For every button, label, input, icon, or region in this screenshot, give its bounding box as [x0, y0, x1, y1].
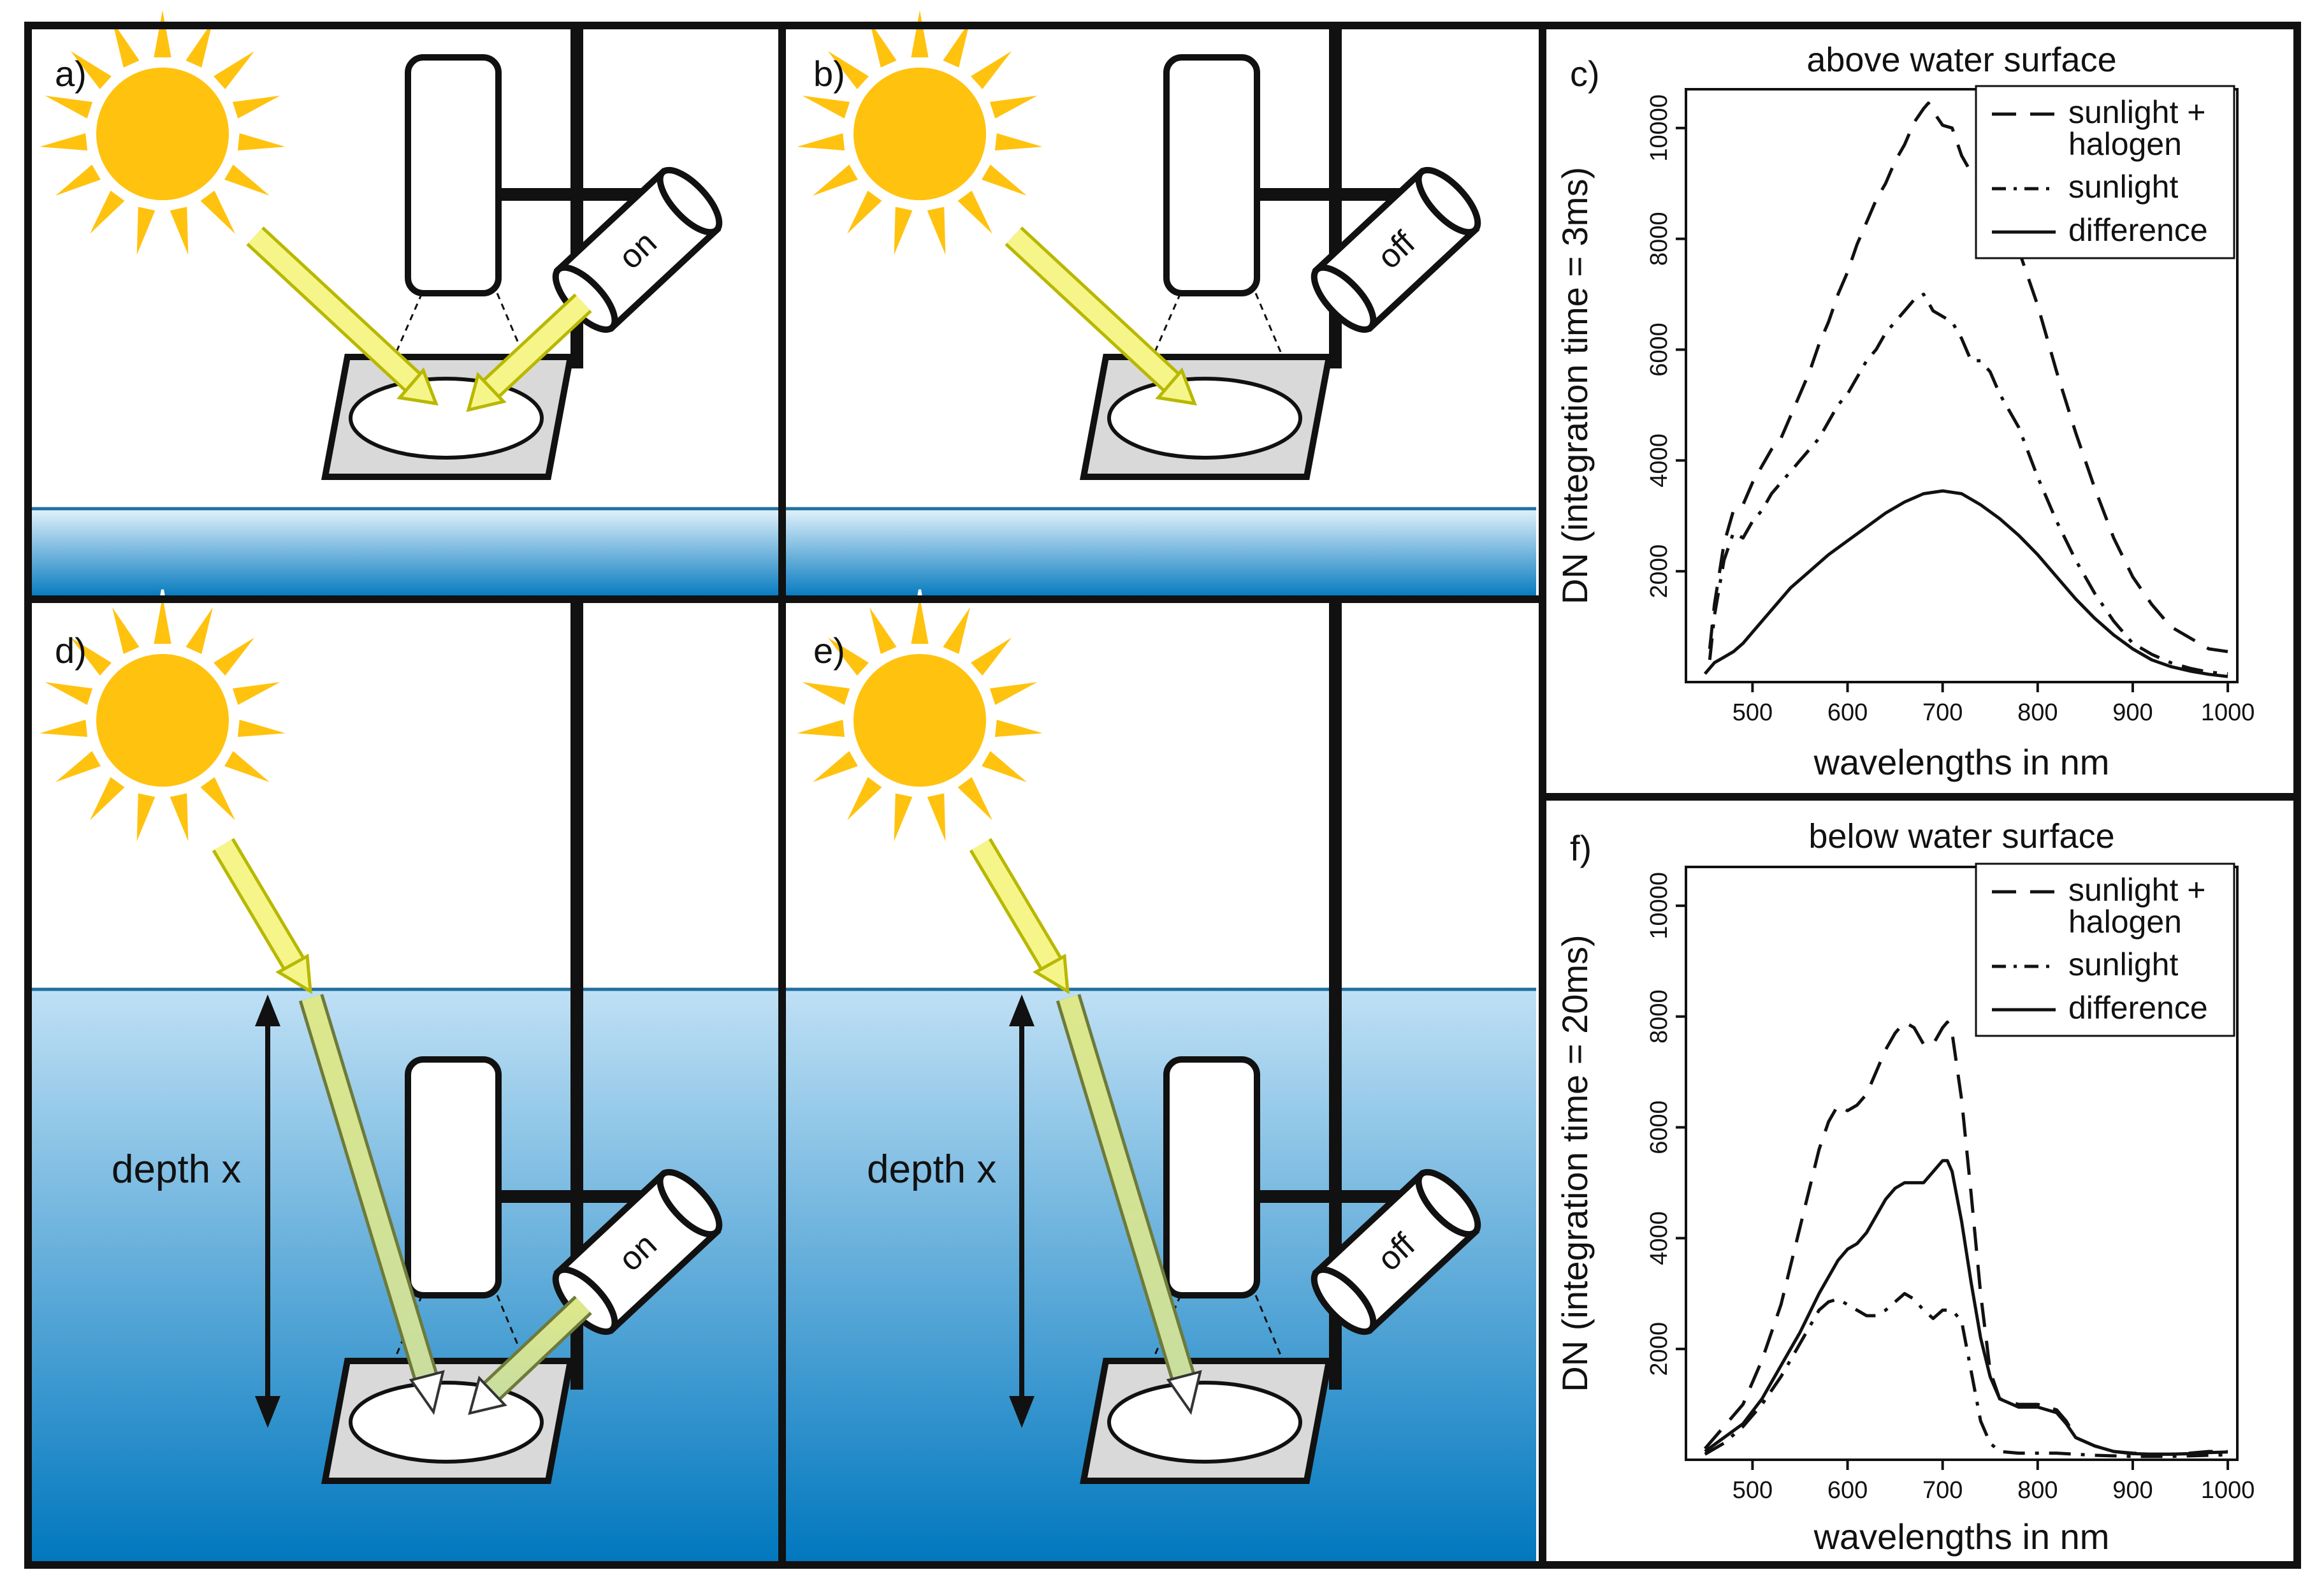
depth-label: depth x	[867, 1147, 996, 1191]
sensor-icon	[1166, 57, 1257, 293]
series-line	[1703, 1020, 2228, 1456]
sensor-icon	[1166, 1059, 1257, 1295]
panel-label-f: f)	[1570, 828, 1592, 868]
reference-panel-icon	[325, 357, 570, 477]
legend-entry: difference	[2068, 212, 2208, 248]
plot-area	[1685, 88, 2239, 683]
y-axis-label: DN (integration time = 3ms)	[1555, 167, 1595, 604]
series-line	[1708, 101, 2228, 653]
halogen-lamp-icon: on	[552, 166, 723, 333]
series-line	[1704, 1291, 2228, 1458]
x-tick-label: 700	[1922, 699, 1963, 726]
chart-above-water: above water surface 500 600 700 800 900 1000 20…	[1555, 41, 2255, 782]
legend-entry: sunlight	[2068, 947, 2178, 982]
legend-entry: difference	[2068, 990, 2208, 1026]
x-tick-label: 500	[1732, 1477, 1773, 1504]
legend-entry: sunlight +	[2068, 872, 2205, 908]
x-tick-label: 900	[2112, 1477, 2153, 1504]
chart-title: above water surface	[1806, 41, 2116, 79]
halogen-lamp-icon: off	[1311, 1168, 1481, 1335]
x-tick-label: 700	[1922, 1477, 1963, 1504]
legend-entry: halogen	[2068, 126, 2182, 162]
series-line	[1703, 489, 2228, 678]
x-tick-label: 900	[2112, 699, 2153, 726]
panel-label-d: d)	[55, 630, 87, 671]
y-tick-label: 10000	[1646, 872, 1673, 940]
legend-box	[1975, 862, 2235, 1037]
legend-entry: halogen	[2068, 904, 2182, 940]
panel-label-b: b)	[813, 54, 845, 94]
plot-area	[1685, 866, 2239, 1461]
reference-panel-icon	[1084, 357, 1329, 477]
x-tick-label: 800	[2017, 1477, 2058, 1504]
x-tick-label: 1000	[2201, 1477, 2255, 1504]
y-tick-label: 8000	[1646, 989, 1673, 1044]
legend-entry: sunlight	[2068, 169, 2178, 205]
legend-entry: sunlight +	[2068, 94, 2205, 130]
depth-label: depth x	[112, 1147, 241, 1191]
y-tick-label: 10000	[1646, 94, 1673, 162]
panel-c: c) above water surface 500 600 700 800 900 100…	[1543, 25, 2297, 794]
panel-d: on depth x d)	[28, 590, 782, 1565]
y-tick-label: 4000	[1646, 1211, 1673, 1265]
panel-a: on a)	[28, 3, 782, 599]
y-axis-label: DN (integration time = 20ms)	[1555, 935, 1595, 1392]
halogen-lamp-icon: off	[1311, 166, 1481, 333]
reference-panel-icon	[325, 1361, 570, 1481]
sensor-icon	[408, 1059, 498, 1295]
y-tick-label: 6000	[1646, 323, 1673, 377]
x-tick-label: 600	[1827, 1477, 1868, 1504]
x-tick-label: 1000	[2201, 699, 2255, 726]
x-axis-label: wavelengths in nm	[1813, 1517, 2110, 1557]
panel-e: off depth x e)	[782, 590, 1536, 1565]
series-line	[1704, 1159, 2228, 1456]
y-tick-label: 6000	[1646, 1100, 1673, 1154]
panel-label-a: a)	[55, 54, 87, 94]
legend-box	[1975, 85, 2235, 259]
chart-title: below water surface	[1808, 817, 2114, 855]
y-tick-label: 4000	[1646, 433, 1673, 488]
sensor-icon	[408, 57, 498, 293]
panel-f: f) below water surface 500 600 700 800 900 100…	[1543, 800, 2297, 1565]
series-line	[1708, 293, 2228, 676]
halogen-lamp-icon: on	[552, 1168, 723, 1335]
x-tick-label: 500	[1732, 699, 1773, 726]
panel-b: off b)	[782, 3, 1536, 599]
reference-panel-icon	[1084, 1361, 1329, 1481]
panel-label-e: e)	[813, 630, 845, 671]
x-axis-label: wavelengths in nm	[1813, 742, 2110, 782]
figure-frame	[24, 22, 2301, 1569]
x-tick-label: 600	[1827, 699, 1868, 726]
y-tick-label: 8000	[1646, 212, 1673, 266]
x-tick-label: 800	[2017, 699, 2058, 726]
panel-label-c: c)	[1570, 54, 1600, 94]
chart-below-water: below water surface 500 600 700 800 900 1000 20…	[1555, 817, 2255, 1557]
y-tick-label: 2000	[1646, 1322, 1673, 1376]
y-tick-label: 2000	[1646, 544, 1673, 599]
